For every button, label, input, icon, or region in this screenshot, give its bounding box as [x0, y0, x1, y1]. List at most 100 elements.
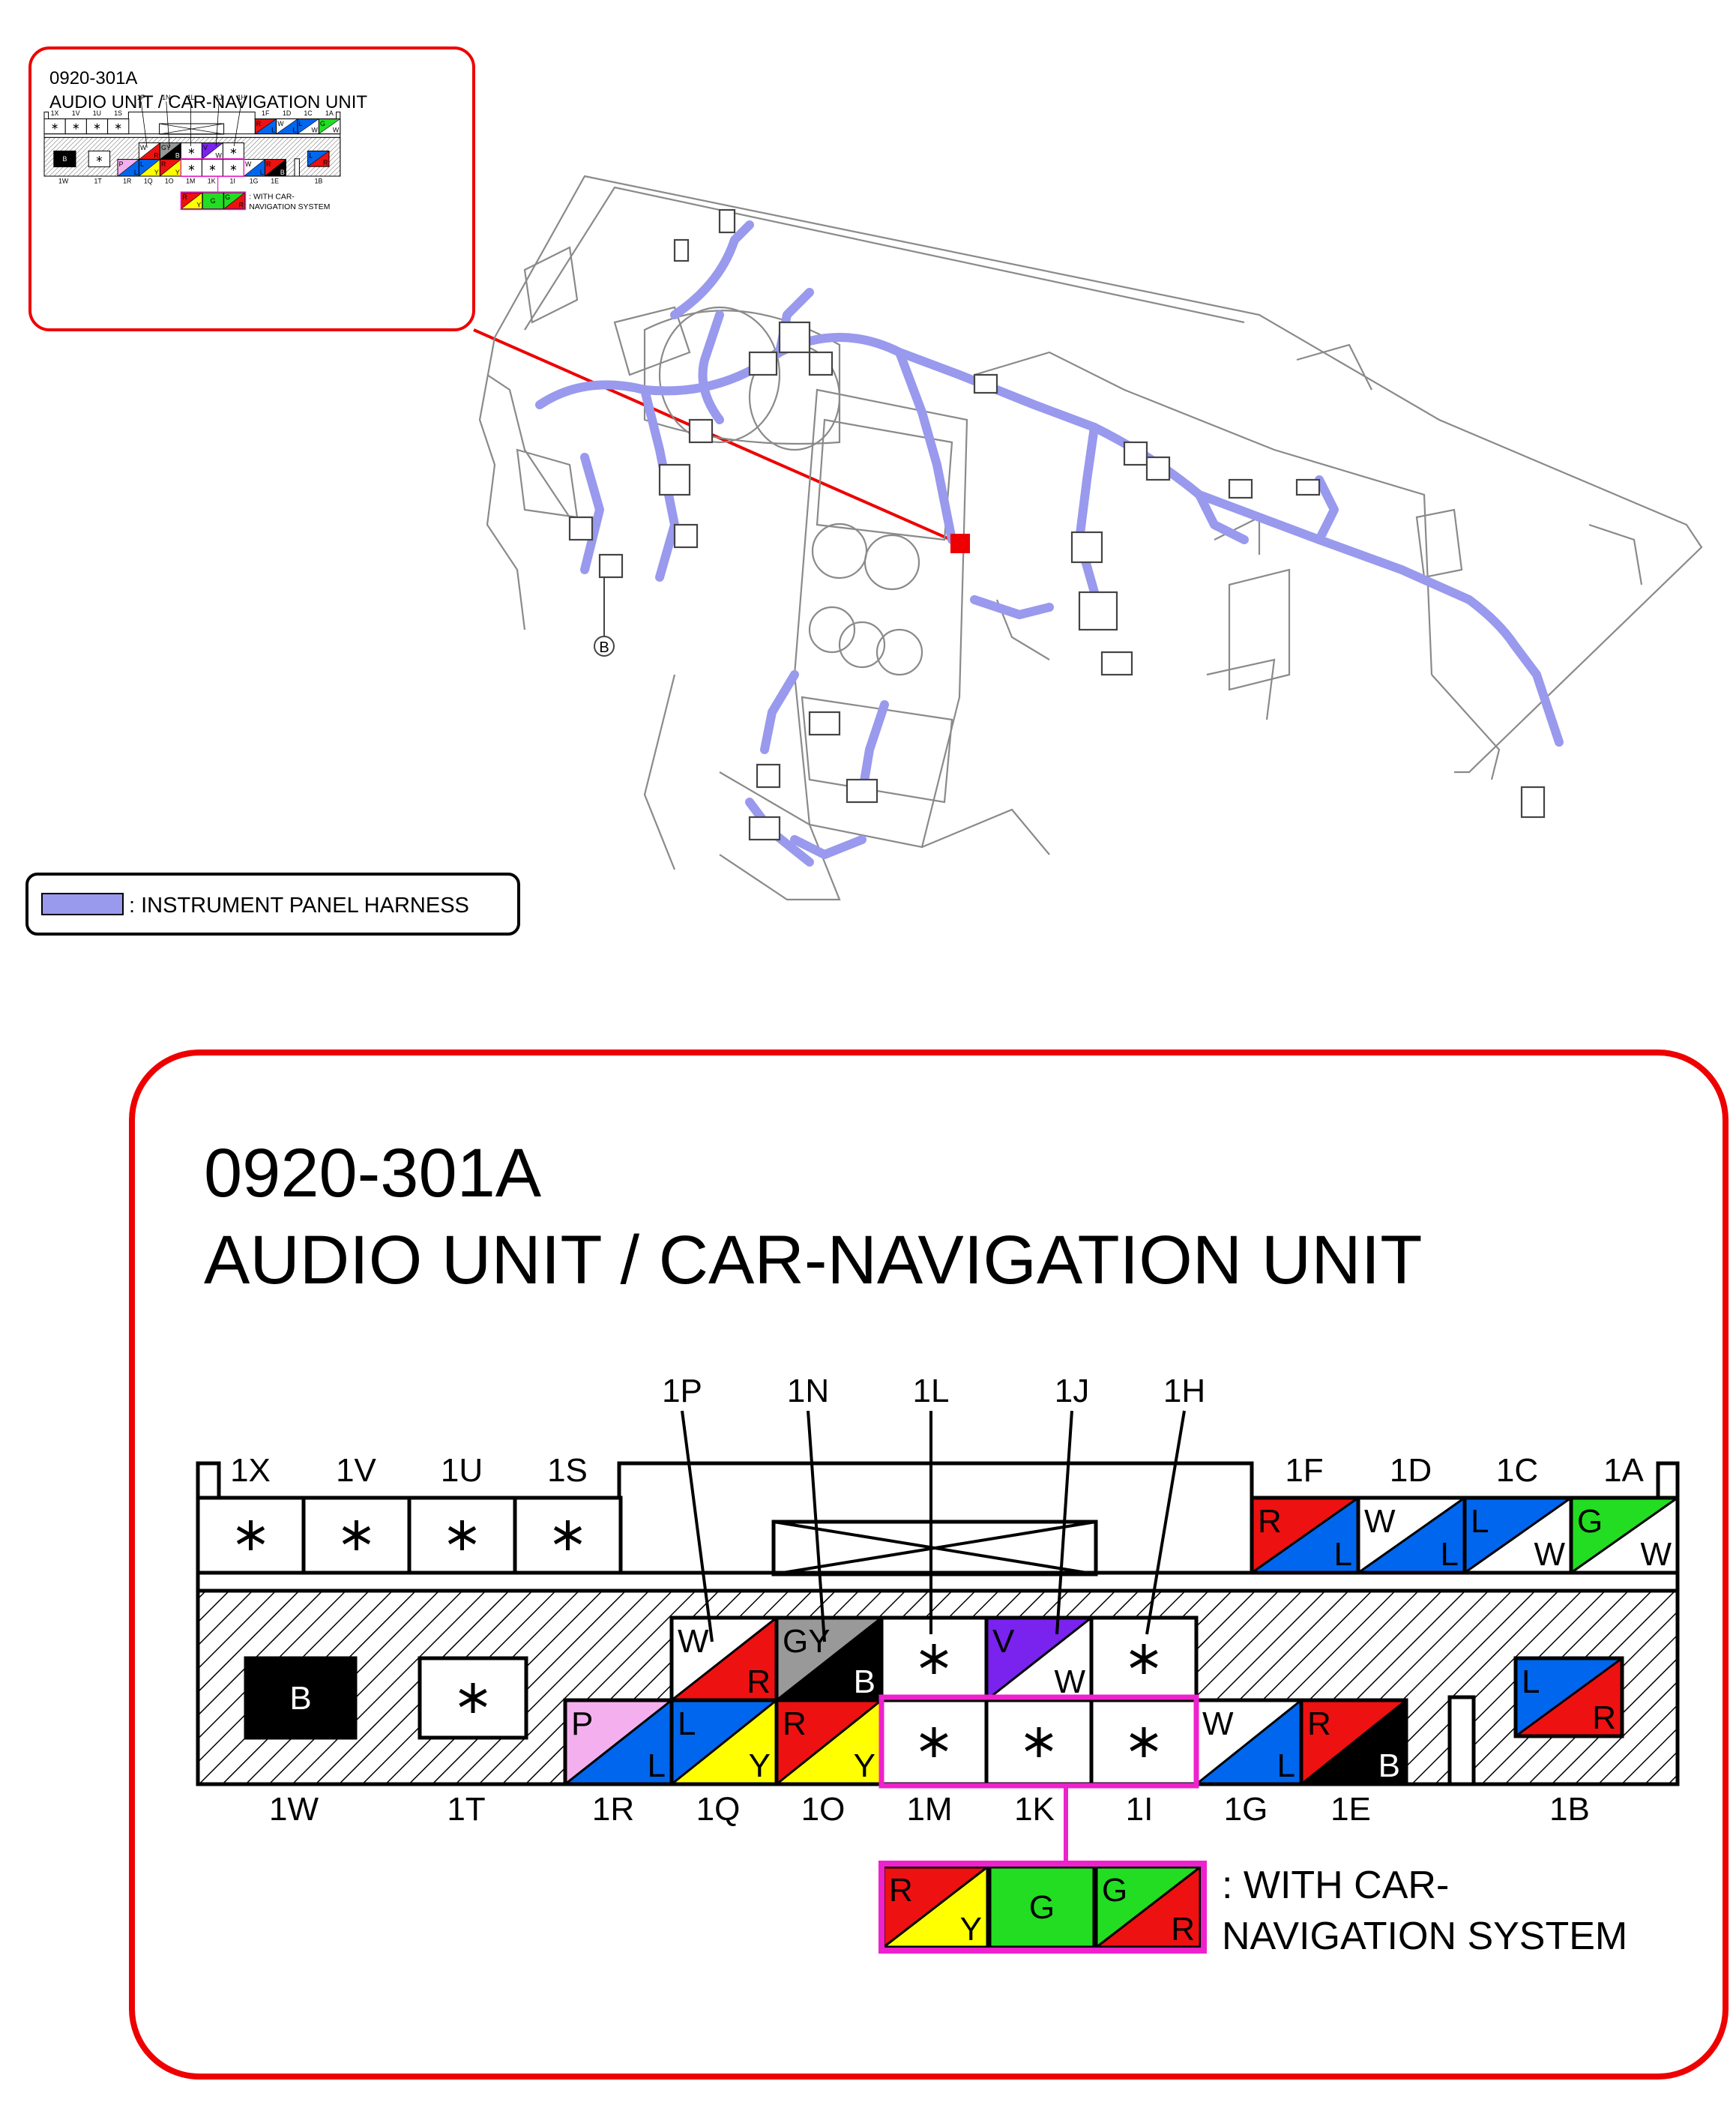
terminal-id-label: 1K	[1014, 1791, 1055, 1828]
wire-color-W	[139, 142, 160, 160]
terminal-1V	[64, 118, 87, 135]
wire-color-label: Y	[854, 1747, 875, 1784]
wire-color-label: R	[1171, 1911, 1195, 1948]
terminal-1S	[107, 118, 130, 135]
harness-legend-swatch	[41, 893, 124, 915]
terminal-id-label: 1E	[271, 178, 279, 185]
terminal-id-label: 1M	[906, 1791, 952, 1828]
terminal-1Q: LY	[138, 159, 160, 177]
wire-color-label: L	[260, 169, 264, 176]
no-wire-mark	[920, 1727, 948, 1757]
wire-color-label: R	[1258, 1503, 1282, 1540]
wire-color-L	[139, 159, 160, 176]
terminal-1B: LR	[307, 150, 330, 167]
terminal-1C: LW	[1462, 1496, 1573, 1575]
terminal-id-label: 1H	[238, 94, 246, 101]
terminal-1X	[43, 118, 66, 135]
terminal-1S	[513, 1496, 623, 1575]
terminal-1C: LW	[297, 118, 319, 135]
terminal-1L	[180, 142, 202, 160]
terminal-id-label: 1F	[1285, 1452, 1323, 1489]
terminal-id-label: 1N	[787, 1373, 829, 1409]
terminal-1G: WL	[1194, 1698, 1303, 1786]
terminal-1X	[196, 1496, 306, 1575]
connector-callout-small: 0920-301A AUDIO UNIT / CAR-NAVIGATION UN…	[28, 46, 475, 331]
terminal-id-label: 1P	[662, 1373, 702, 1409]
no-wire-mark	[230, 148, 237, 154]
wire-color-label: GY	[161, 144, 171, 151]
terminal-id-label: 1K	[208, 178, 216, 185]
terminal-id-label: 1J	[1055, 1373, 1089, 1409]
no-wire-mark	[94, 123, 100, 130]
wire-color-label: R	[256, 120, 261, 127]
terminal-1E: RB	[264, 159, 286, 177]
terminal-id-label: 1O	[801, 1791, 846, 1828]
no-wire-mark	[459, 1683, 487, 1713]
wire-color-label: L	[140, 160, 144, 168]
wire-color-label: Y	[960, 1911, 982, 1948]
no-wire-mark	[96, 156, 103, 163]
wire-color-label: W	[311, 127, 318, 134]
terminal-1W: B	[244, 1656, 358, 1740]
terminal-id-label: 1B	[1549, 1791, 1590, 1828]
wire-color-label: L	[134, 169, 138, 176]
no-wire-mark	[1130, 1644, 1158, 1674]
terminal-1U	[407, 1496, 517, 1575]
location-marker-b-label: B	[599, 639, 609, 656]
wire-color-label: L	[1334, 1536, 1352, 1573]
terminal-1E: RB	[1299, 1698, 1408, 1786]
terminal-id-label: 1U	[441, 1452, 483, 1489]
no-wire-mark	[920, 1644, 948, 1674]
terminal-id-label: 1D	[1390, 1452, 1432, 1489]
terminal-id-label: 1O	[165, 178, 174, 185]
navigation-highlight	[180, 158, 245, 178]
terminal-1J: VW	[984, 1615, 1094, 1702]
wire-color-label: G	[211, 197, 216, 205]
wire-color-label: B	[62, 155, 67, 163]
wire-color-label: R	[154, 152, 158, 160]
terminal-1U	[85, 118, 109, 135]
terminal-id-label: 1C	[1496, 1452, 1538, 1489]
wire-color-label: R	[323, 159, 328, 166]
wire-color-label: L	[648, 1747, 666, 1784]
terminal-id-label: 1X	[230, 1452, 271, 1489]
terminal-id-label: 1W	[58, 178, 69, 185]
wire-color-label: W	[1202, 1705, 1234, 1742]
navigation-note-line1: : WITH CAR-	[1222, 1864, 1449, 1907]
no-wire-mark	[115, 123, 121, 130]
terminal-id-label: 1L	[187, 94, 195, 101]
terminal-1K	[984, 1698, 1094, 1786]
navigation-note-line1: : WITH CAR-	[249, 193, 295, 201]
terminal-1I	[1089, 1698, 1199, 1786]
wire-color-B	[246, 1658, 355, 1738]
terminal-1O: RY	[159, 159, 181, 177]
connector-title: AUDIO UNIT / CAR-NAVIGATION UNIT	[204, 1222, 1422, 1298]
terminal-1G: WL	[243, 159, 265, 177]
instrument-panel-drawing	[478, 175, 1703, 901]
wire-color-label: L	[299, 120, 303, 127]
wire-color-label: G	[320, 120, 325, 127]
terminal-1A: GW	[318, 118, 341, 135]
terminal-id-label: 1W	[269, 1791, 319, 1828]
terminal-1R: PL	[117, 159, 139, 177]
terminal-id-label: 1R	[592, 1791, 634, 1828]
terminal-id-label: 1V	[336, 1452, 376, 1489]
terminal-1D: WL	[276, 118, 298, 135]
wire-color-B	[53, 151, 76, 167]
wire-color-label: R	[239, 202, 244, 209]
terminal-1O: RY	[774, 1698, 884, 1786]
terminal-1L	[879, 1615, 989, 1702]
terminal-1K	[201, 159, 223, 177]
terminal-1N: GYB	[159, 142, 181, 160]
wire-color-label: W	[1364, 1503, 1396, 1540]
terminal-1T	[88, 150, 111, 168]
terminal-id-label: 1G	[250, 178, 259, 185]
harness-legend-label: : INSTRUMENT PANEL HARNESS	[129, 894, 469, 918]
wire-color-G	[202, 193, 224, 209]
navigation-note-line2: NAVIGATION SYSTEM	[249, 203, 330, 211]
wire-color-label: B	[280, 169, 285, 176]
wire-color-label: R	[1307, 1705, 1331, 1742]
wire-color-label: Y	[175, 169, 180, 176]
terminal-id-label: 1D	[283, 109, 291, 117]
